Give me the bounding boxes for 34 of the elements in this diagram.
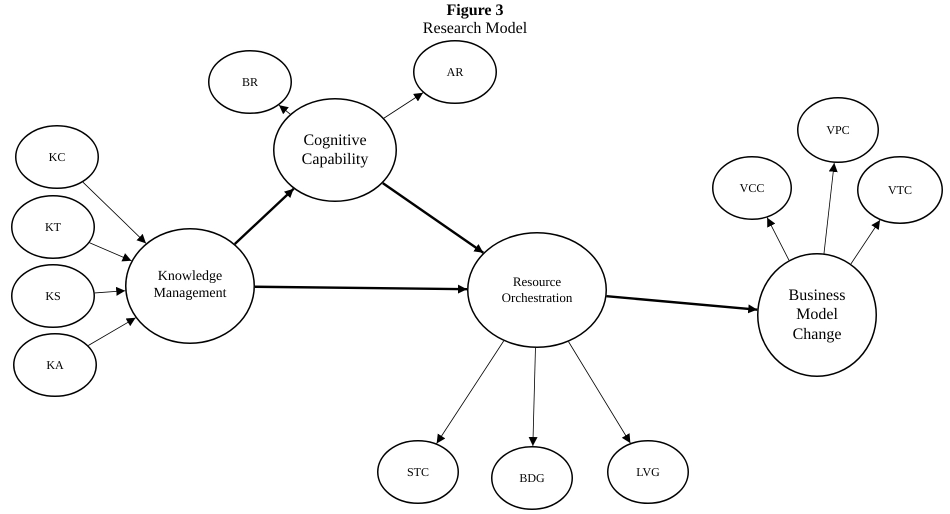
arrow [436, 340, 504, 444]
construct-label: VCC [740, 180, 764, 196]
construct-label: VTC [888, 182, 912, 198]
construct-label: BR [242, 74, 258, 90]
construct-label: KS [45, 288, 61, 304]
construct-label: Business Model Change [788, 286, 846, 344]
arrow [606, 295, 758, 314]
construct-label: STC [406, 464, 429, 480]
arrow [254, 284, 468, 294]
construct-label: Cognitive Capability [300, 130, 370, 170]
arrow [234, 188, 294, 245]
arrow [94, 286, 126, 296]
arrow [82, 182, 146, 244]
arrow [528, 348, 538, 446]
figure-title: Figure 3 [446, 2, 504, 20]
construct-label: BDG [519, 470, 545, 486]
figure-caption: Research Model [422, 20, 528, 38]
arrow [568, 341, 631, 444]
arrow [88, 317, 136, 346]
arrow [89, 242, 132, 262]
arrow [384, 92, 424, 119]
arrow [278, 104, 291, 114]
arrow [824, 162, 838, 254]
construct-label: KT [45, 220, 61, 234]
arrow [766, 217, 790, 261]
construct-label: Knowledge Management [152, 269, 228, 303]
construct-label: KA [46, 358, 64, 372]
construct-label: VPC [826, 122, 850, 138]
arrow [850, 220, 880, 264]
arrow [382, 182, 484, 254]
construct-label: KC [48, 150, 66, 164]
construct-label: AR [446, 64, 464, 80]
construct-label: Resource Orchestration [500, 274, 574, 306]
construct-label: LVG [636, 464, 660, 480]
